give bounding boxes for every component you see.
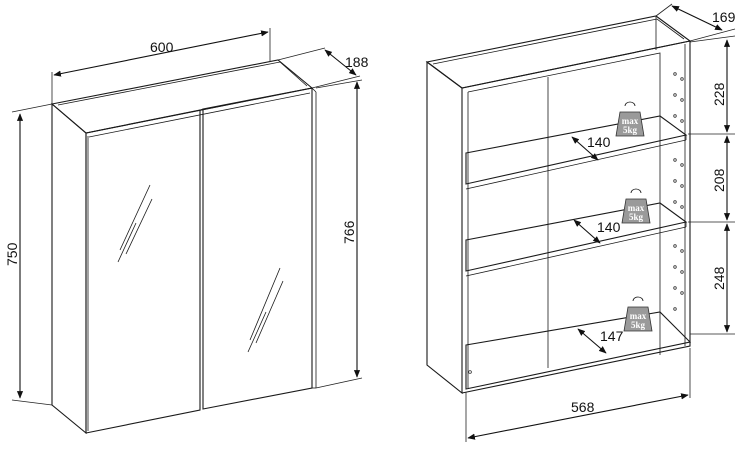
cabinet-left-side (51, 102, 87, 435)
open-cabinet (425, 15, 692, 395)
dimension-shelf2-depth: 140 (573, 219, 621, 244)
closed-cabinet (50, 59, 317, 435)
shelf-pin-holes (468, 72, 684, 374)
dimension-bottom-depth: 147 (577, 328, 624, 354)
dimension-shelf-gaps: 228 208 248 (688, 35, 736, 335)
badge-2-kg: 5kg (629, 212, 644, 222)
dimension-inner-width: 568 (465, 348, 691, 442)
shelf-1 (465, 115, 688, 190)
right-mirror-door (202, 87, 313, 410)
weight-badge-2: max 5kg (621, 188, 651, 224)
dimension-depth: 188 (277, 47, 369, 89)
dimension-total-height: 766 (315, 79, 363, 389)
height-label: 750 (4, 242, 20, 266)
dimension-shelf1-depth: 140 (571, 134, 611, 161)
interior-depth-label: 169 (712, 9, 736, 25)
middle-gap-label: 208 (711, 168, 727, 192)
badge-3-max: max (630, 311, 647, 321)
bottom-gap-label: 248 (711, 266, 727, 290)
mirror-reflection (117, 184, 284, 353)
bottom-depth-label: 147 (600, 328, 624, 344)
shelf2-depth-label: 140 (597, 219, 621, 235)
inner-width-label: 568 (571, 399, 595, 415)
depth-label: 188 (345, 54, 369, 70)
shelf1-depth-label: 140 (587, 134, 611, 150)
badge-1-kg: 5kg (623, 125, 638, 135)
bottom-shelf (465, 311, 692, 390)
badge-3-kg: 5kg (631, 320, 646, 330)
dimension-width: 600 (51, 28, 271, 104)
weight-badge-3: max 5kg (623, 296, 653, 332)
top-gap-label: 228 (711, 82, 727, 106)
open-top-face (425, 15, 692, 89)
badge-2-max: max (628, 203, 645, 213)
shelf-2 (465, 202, 688, 277)
cabinet-top-face (50, 59, 314, 134)
dimension-interior-depth: 169 (655, 3, 736, 42)
total-height-label: 766 (341, 220, 357, 244)
badge-1-max: max (622, 116, 639, 126)
dimension-height: 750 (4, 103, 53, 406)
open-left-side (426, 60, 463, 395)
left-mirror-door (85, 109, 201, 434)
weight-badge-1: max 5kg (615, 101, 645, 137)
width-label: 600 (150, 39, 174, 55)
